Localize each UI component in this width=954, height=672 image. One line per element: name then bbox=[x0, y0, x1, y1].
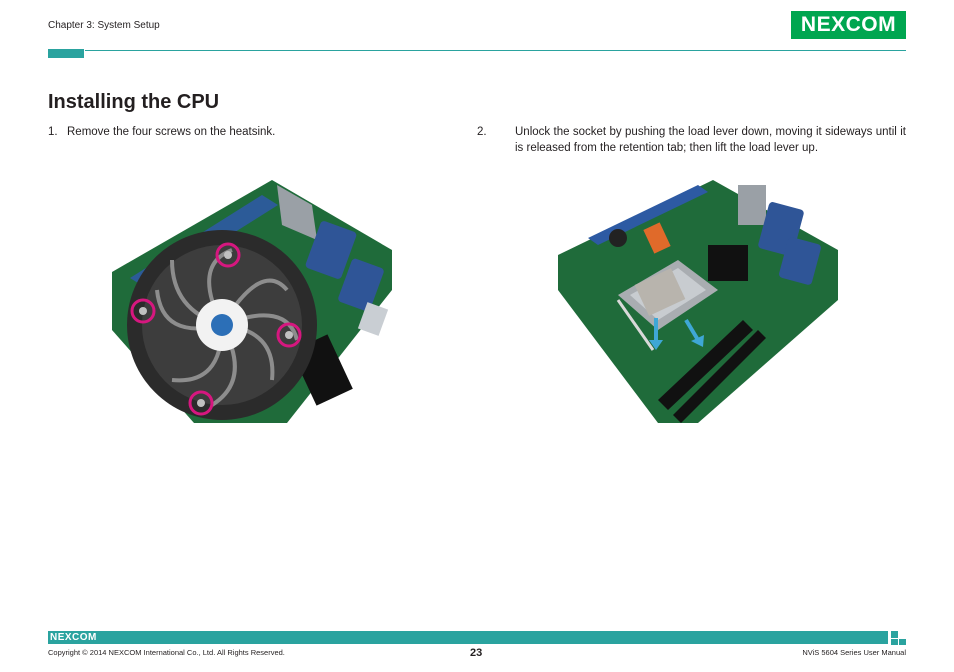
header-rule bbox=[85, 50, 906, 51]
cpu-socket-photo bbox=[558, 180, 838, 423]
copyright-text: Copyright © 2014 NEXCOM International Co… bbox=[48, 648, 285, 657]
step-2-number: 2. bbox=[477, 126, 487, 138]
step-2-text: Unlock the socket by pushing the load le… bbox=[515, 126, 906, 154]
chapter-label: Chapter 3: System Setup bbox=[48, 20, 160, 31]
manual-name: NViS 5604 Series User Manual bbox=[802, 648, 906, 657]
step-2: 2. Unlock the socket by pushing the load … bbox=[477, 124, 906, 156]
page-number: 23 bbox=[470, 647, 483, 659]
footer-bar bbox=[48, 631, 888, 644]
nexcom-logo: NEXCOM bbox=[791, 11, 906, 39]
page-title: Installing the CPU bbox=[48, 91, 220, 113]
step-1-number: 1. bbox=[48, 126, 58, 138]
heatsink-screws-photo bbox=[112, 180, 392, 423]
step-1: 1. Remove the four screws on the heatsink… bbox=[48, 124, 448, 140]
footer-square-icon bbox=[891, 639, 898, 645]
footer-square-icon bbox=[899, 639, 906, 645]
footer-square-icon bbox=[891, 631, 898, 638]
step-1-text: Remove the four screws on the heatsink. bbox=[67, 126, 276, 138]
footer-nexcom-logo: NEXCOM bbox=[50, 632, 97, 643]
header-accent-tab bbox=[48, 49, 84, 58]
